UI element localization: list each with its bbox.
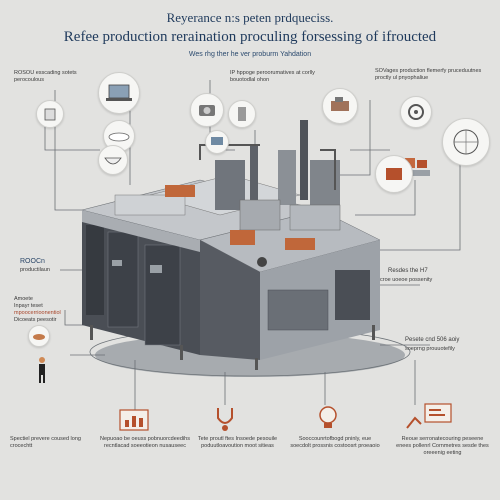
dish-icon	[33, 334, 45, 340]
cabinet-panel-2	[107, 231, 139, 328]
bubble-laptop	[98, 72, 140, 114]
callout-right-d: soeprng prouuotefily	[405, 346, 455, 352]
callout-left-b: Inpayr teset	[14, 303, 43, 309]
chart-icon	[119, 409, 149, 431]
plate-icon	[108, 132, 130, 142]
bubble-machine	[322, 88, 358, 124]
chip-icon	[386, 168, 402, 180]
cylinder-icon	[238, 107, 246, 121]
machine-icon	[331, 97, 349, 111]
callout-left-a: Amoete	[14, 296, 33, 302]
bottom-item-2	[210, 404, 240, 434]
conveyor-housing	[114, 194, 186, 216]
laptop-icon	[106, 84, 132, 101]
callout-right-b: croe uoeoe possenity	[380, 277, 433, 283]
bubble-cylinder	[228, 100, 256, 128]
monitor-icon	[211, 137, 223, 145]
callout-left-d: Dicoeats peesotir	[14, 317, 57, 323]
bubble-camera	[190, 93, 224, 127]
bottom-item-3	[315, 404, 341, 432]
camera-icon	[199, 105, 215, 116]
cabinet-panel-3	[144, 244, 181, 346]
callout-mid-left-sub: productilaun	[20, 267, 50, 273]
callout-top-left: ROSOU esscading sotets perocoulous	[14, 70, 77, 83]
page-subtitle: Wes rhg ther he ver proburm Yahdation	[188, 51, 312, 58]
gear-icon	[408, 104, 424, 120]
page-title-line1: Reyerance n:s peten prdqueciss.	[166, 10, 334, 25]
callout-top-center-left: IP hppoge peroorumatives at corlly bouot…	[230, 70, 315, 83]
bottom-caption-1: Spectiel prevere coused long crocechtt	[10, 436, 81, 449]
bubble-chip	[375, 155, 413, 193]
hand-icon	[406, 403, 452, 429]
stethoscope-icon	[217, 408, 233, 431]
callout-right-a: Resdes the H7	[388, 268, 428, 274]
bubble-bowl	[98, 145, 128, 175]
callout-top-right: SOVages production flemerfy pruceduutnes…	[375, 68, 482, 81]
bottom-caption-2: Nepuoao be oeuss pobnuorcdeedihs recntla…	[100, 436, 190, 449]
globe-icon	[453, 129, 479, 155]
cabinet-panel-1	[86, 225, 104, 315]
callout-right-c: Pesete cnd 506 aoiy	[405, 337, 460, 343]
bubble-bowl-left	[28, 325, 50, 347]
bottom-item-4	[405, 402, 465, 432]
bowl-icon	[104, 157, 122, 165]
cup-icon	[44, 108, 56, 121]
bottom-item-1	[118, 408, 150, 432]
bulb-icon	[319, 406, 337, 428]
callout-left-c: mpoocerrioonentiol	[14, 310, 61, 316]
page-title-line2: Refee production reraination proculing f…	[63, 29, 437, 45]
bottom-caption-5: Reoue serronatecouring peseene enees pol…	[396, 436, 489, 456]
bottom-caption-4: Sooccounrtofbogd pninly, eue soecdolt pr…	[290, 436, 380, 449]
bubble-monitor	[205, 130, 229, 154]
bubble-globe	[442, 118, 490, 166]
bubble-gear	[400, 96, 432, 128]
person-icon	[39, 357, 45, 383]
bubble-cup	[36, 100, 64, 128]
bottom-caption-3: Tete proutl ftes Insoede pesouile poduut…	[197, 436, 278, 449]
production-machine	[81, 120, 381, 370]
callout-mid-left-title: ROOCn	[20, 258, 45, 265]
